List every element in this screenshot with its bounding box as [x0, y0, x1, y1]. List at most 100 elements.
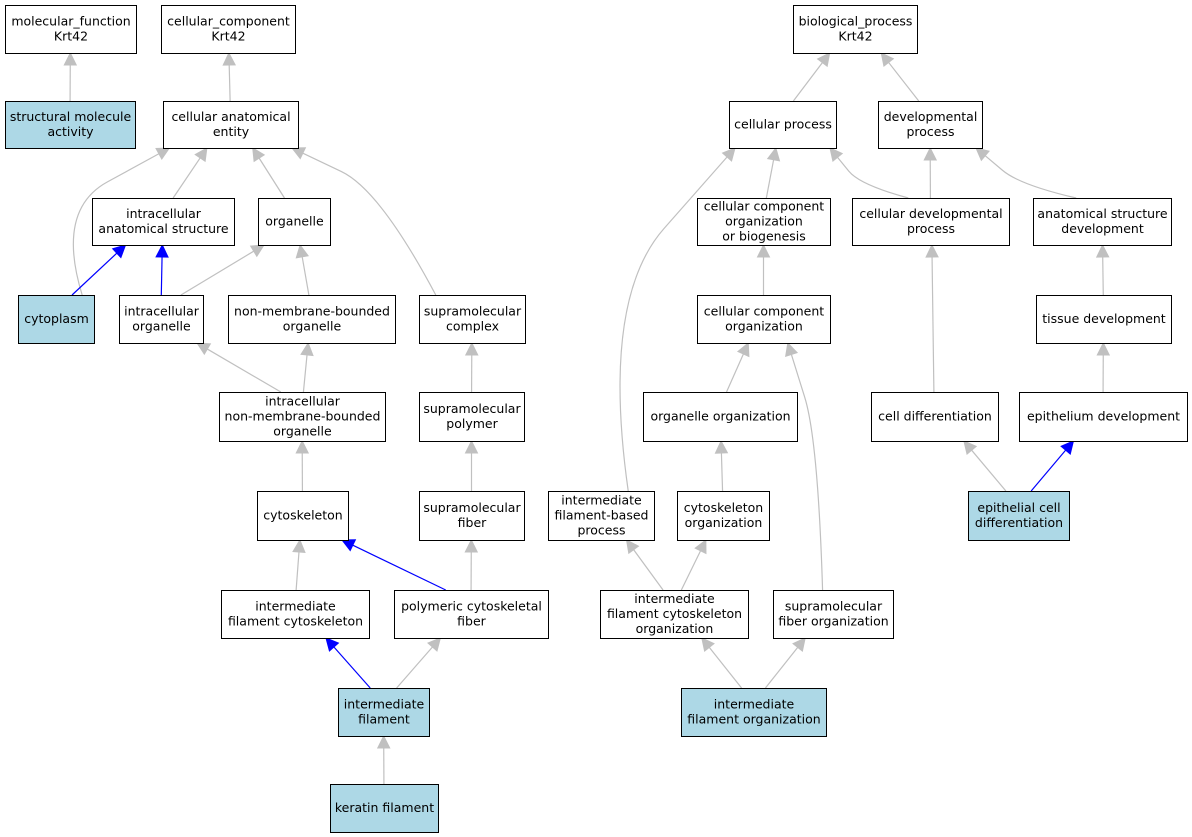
node-label-line: organelle — [273, 423, 332, 438]
go-term-node-cyto[interactable]: cytoplasm — [18, 295, 95, 344]
node-box — [394, 590, 549, 639]
node-label-line: anatomical structure — [98, 221, 228, 236]
node-label-line: intermediate — [255, 598, 336, 613]
arrowhead-cdp-to-cp — [829, 147, 844, 162]
arrowhead-ifo-to-smfo — [792, 637, 806, 653]
node-box — [1033, 198, 1172, 246]
node-label-line: organization — [725, 213, 803, 228]
go-term-node-cp[interactable]: cellular process — [729, 101, 837, 149]
go-term-node-ed[interactable]: epithelium development — [1019, 392, 1188, 442]
node-label-line: cellular component — [704, 198, 824, 213]
edges-layer — [63, 51, 1111, 785]
node-label-line: intermediate — [561, 492, 642, 507]
edge-smfo-to-cco — [790, 354, 824, 591]
arrowhead-ed-to-td — [1096, 341, 1111, 356]
edge-devp-to-bp — [888, 62, 920, 102]
go-term-node-kf[interactable]: keratin filament — [330, 784, 439, 833]
node-label-line: Krt42 — [211, 28, 245, 43]
go-term-node-td[interactable]: tissue development — [1036, 295, 1172, 344]
node-label-line: non-membrane-bounded — [234, 303, 390, 318]
go-term-node-inmbo[interactable]: intracellularnon-membrane-boundedorganel… — [219, 392, 386, 442]
arrowhead-ifc-to-cytosk — [292, 538, 306, 553]
node-label-line: molecular_function — [11, 13, 130, 28]
edge-ifco-to-csko — [680, 550, 702, 591]
edge-pcf-to-cytosk — [352, 544, 446, 591]
node-label-line: development — [1061, 221, 1144, 236]
node-label-line: organization — [636, 621, 714, 636]
node-label-line: intermediate — [714, 696, 795, 711]
edge-ifc-to-cytosk — [295, 551, 300, 591]
node-label-line: epithelium development — [1027, 408, 1180, 423]
arrowhead-ifbp-to-cp — [721, 147, 736, 162]
arrowhead-io-to-org — [249, 244, 265, 258]
node-box — [119, 295, 204, 344]
node-box — [161, 5, 296, 54]
node-box — [219, 392, 386, 442]
arrowhead-asd-to-devp — [975, 147, 990, 162]
node-box — [258, 198, 331, 246]
node-label-line: cytoskeleton — [263, 507, 342, 522]
edge-nmbo-to-org — [301, 256, 310, 296]
node-box — [1019, 392, 1188, 442]
node-box — [5, 101, 136, 149]
go-term-node-cytosk[interactable]: cytoskeleton — [257, 491, 349, 541]
node-label-line: intermediate — [344, 696, 425, 711]
go-term-node-oo[interactable]: organelle organization — [643, 392, 798, 442]
edge-csko-to-oo — [720, 452, 724, 492]
node-box — [221, 590, 370, 639]
node-label-line: anatomical structure — [1037, 206, 1167, 221]
node-label-line: fiber organization — [778, 613, 888, 628]
node-box — [677, 491, 770, 541]
node-box — [697, 295, 831, 344]
node-label-line: supramolecular — [423, 401, 521, 416]
node-box — [793, 5, 918, 54]
go-term-node-cd[interactable]: cell differentiation — [871, 392, 999, 442]
node-label-line: cellular_component — [167, 13, 290, 28]
node-box — [729, 101, 837, 149]
edge-smc-to-cae — [302, 152, 437, 296]
node-box — [92, 198, 235, 246]
arrowhead-nmbo-to-org — [295, 243, 309, 259]
node-label-line: cytoskeleton — [684, 500, 763, 515]
node-label-line: supramolecular — [423, 500, 521, 515]
edge-oo-to-cco — [725, 353, 744, 393]
node-label-line: polymeric cytoskeletal — [401, 598, 542, 613]
node-label-line: entity — [213, 124, 250, 139]
node-box — [852, 198, 1010, 246]
go-term-node-org[interactable]: organelle — [258, 198, 331, 246]
node-box — [18, 295, 95, 344]
node-label-line: cellular component — [704, 303, 824, 318]
edge-cd-to-cdp — [931, 256, 935, 393]
node-label-line: supramolecular — [424, 303, 522, 318]
node-label-line: cell differentiation — [878, 408, 992, 423]
node-label-line: activity — [47, 124, 94, 139]
node-box — [878, 101, 983, 149]
node-label-line: epithelial cell — [977, 500, 1060, 515]
